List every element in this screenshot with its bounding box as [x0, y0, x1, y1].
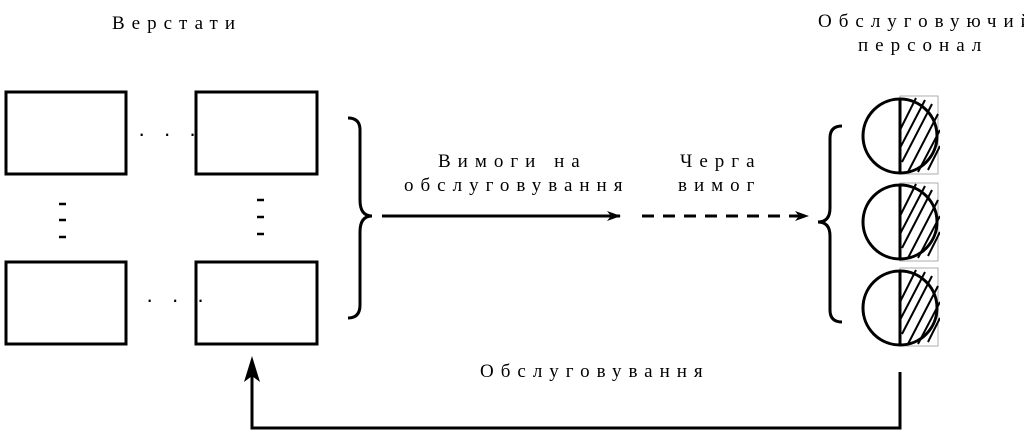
- service-return-arrow: [250, 362, 902, 430]
- server-circle-1: [861, 95, 940, 175]
- service-arrowhead: [244, 356, 260, 382]
- machine-box-bottom-right: [194, 260, 319, 346]
- horizontal-ellipsis-top: · · ·: [138, 121, 203, 146]
- machines-label: Верстати: [112, 13, 242, 34]
- staff-label-line2: персонал: [858, 35, 989, 56]
- machine-box-top-right: [194, 90, 319, 176]
- service-label: Обслуговування: [480, 361, 710, 382]
- queue-label-line2: вимог: [678, 175, 762, 196]
- machine-box-bottom-left: [4, 260, 128, 346]
- machine-box-top-left: [4, 90, 128, 176]
- machines-brace: [347, 116, 373, 320]
- staff-brace: [817, 124, 843, 324]
- horizontal-ellipsis-bottom: · · ·: [146, 287, 211, 312]
- requests-label-line2: обслуговування: [404, 175, 630, 196]
- queue-label-line1: Черга: [680, 151, 762, 172]
- server-circle-2: [861, 182, 940, 262]
- staff-label-line1: Обслуговуючий: [818, 11, 1024, 32]
- vertical-ellipsis-right: [257, 198, 264, 236]
- requests-label-line1: Вимоги на: [438, 151, 587, 172]
- server-circle-3: [861, 267, 940, 347]
- vertical-ellipsis-left: [59, 202, 66, 239]
